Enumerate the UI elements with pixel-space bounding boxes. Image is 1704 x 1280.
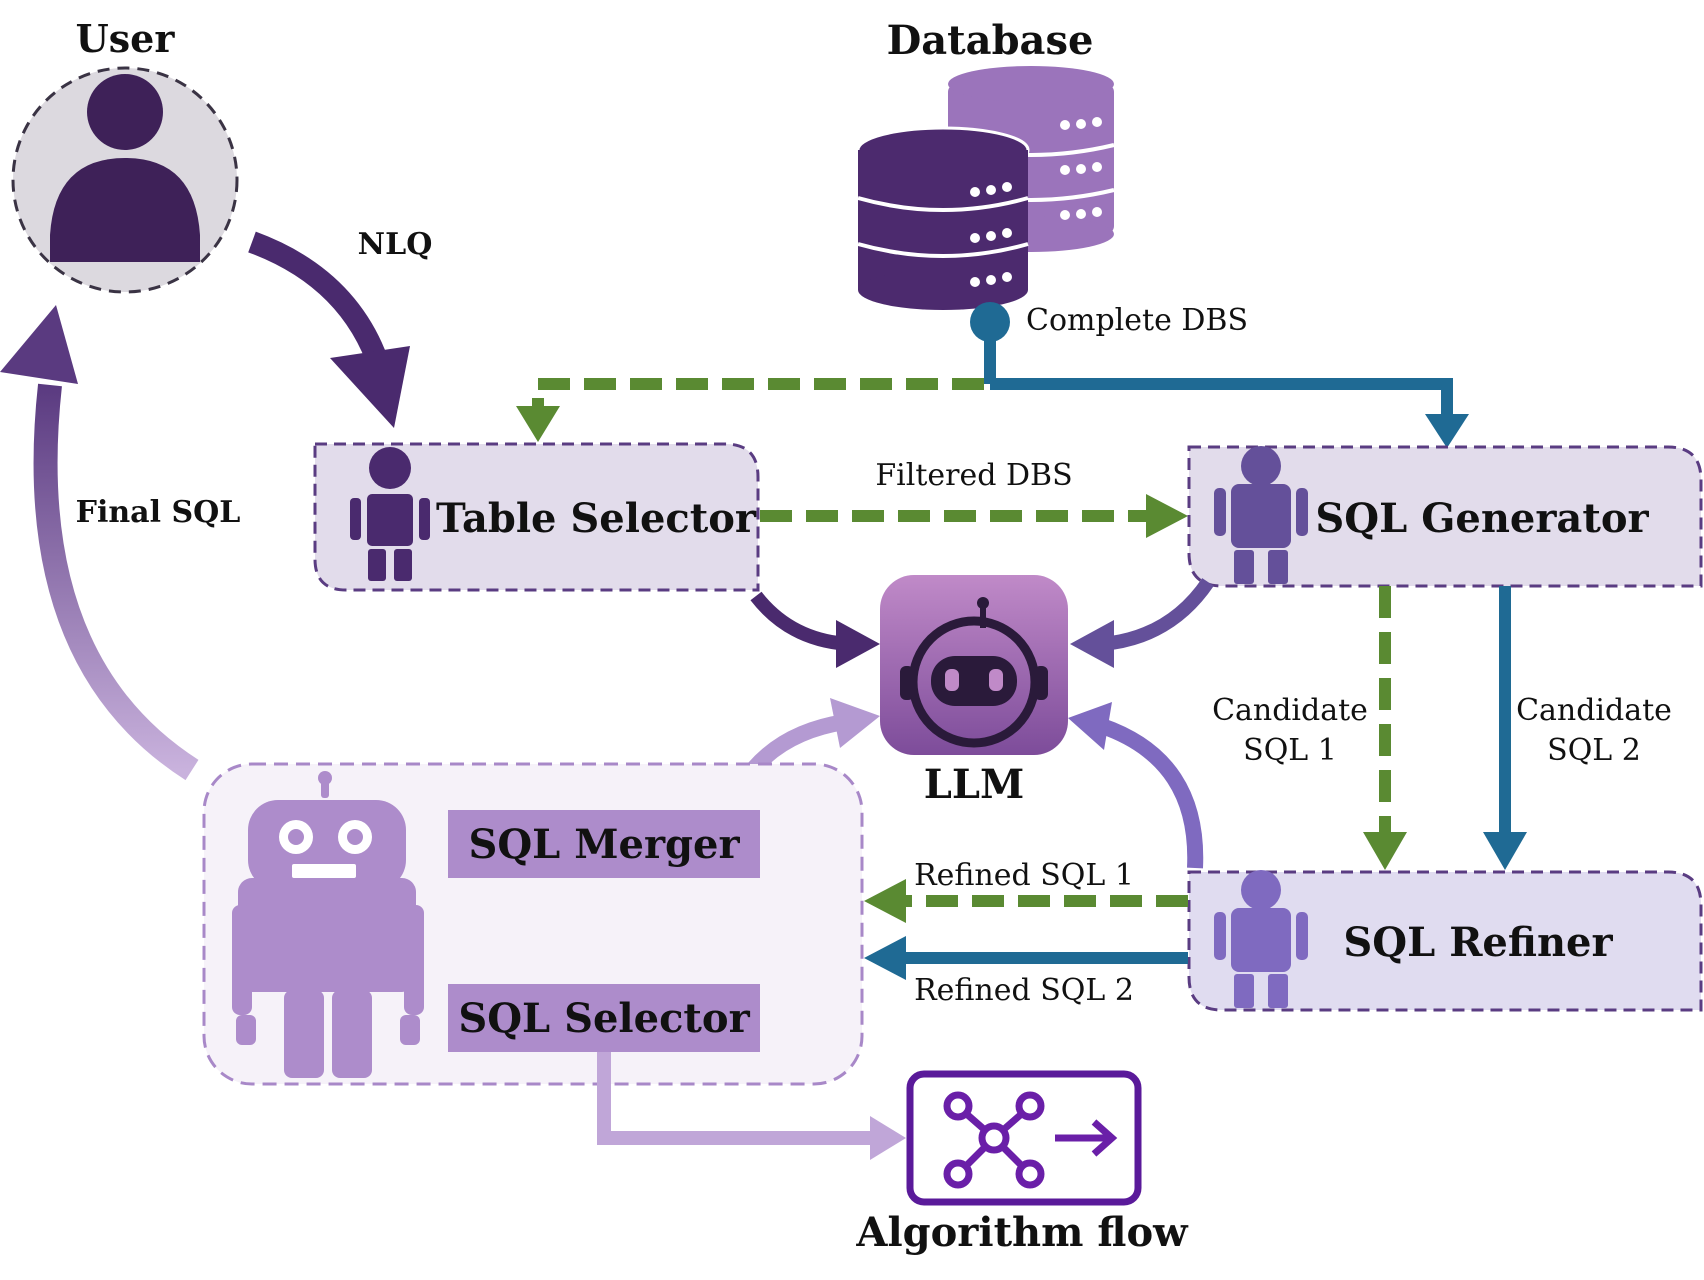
merger-selector-box: SQL Merger SQL Selector: [202, 762, 864, 1086]
llm-node: LLM: [880, 575, 1068, 808]
sql-refiner-box: SQL Refiner: [1187, 870, 1703, 1012]
sql-selector-button: SQL Selector: [448, 984, 760, 1052]
table-selector-to-llm-arrow: [750, 591, 880, 668]
database-label: Database: [887, 17, 1094, 64]
nlq-arrow: [248, 231, 410, 428]
refined-sql-2-arrow: [864, 936, 1188, 980]
filtered-dbs-arrow: [760, 494, 1188, 538]
candidate-sql-1-line2: SQL 1: [1243, 733, 1337, 768]
sql-merger-button: SQL Merger: [448, 810, 760, 878]
user-icon: [50, 74, 200, 262]
robot-icon: [232, 771, 424, 1078]
candidate-sql-2-line1: Candidate: [1516, 693, 1672, 728]
candidate-sql-2-arrow: [1483, 586, 1527, 870]
llm-icon: [900, 597, 1048, 748]
sql-generator-to-llm-arrow: [1070, 577, 1214, 668]
table-selector-box: Table Selector: [313, 442, 760, 592]
llm-label: LLM: [924, 761, 1025, 808]
algorithm-flow-label: Algorithm flow: [855, 1209, 1189, 1256]
selector-to-algorithm-arrow: [597, 1052, 906, 1160]
candidate-sql-1-arrow: [1363, 586, 1407, 870]
final-sql-label: Final SQL: [76, 495, 241, 530]
robot-icon: [350, 447, 430, 581]
refined-sql-2-label: Refined SQL 2: [914, 973, 1134, 1008]
sql-refiner-label: SQL Refiner: [1343, 919, 1613, 966]
robot-icon: [1214, 446, 1308, 584]
nlq-label: NLQ: [358, 227, 433, 262]
refined-sql-1-arrow: [864, 879, 1188, 923]
candidate-sql-1-line1: Candidate: [1212, 693, 1368, 728]
sql-generator-box: SQL Generator: [1187, 445, 1703, 588]
filtered-dbs-label: Filtered DBS: [875, 458, 1072, 493]
refiner-to-llm-arrow: [1068, 702, 1204, 869]
user-node: User: [11, 16, 239, 294]
user-label: User: [76, 16, 176, 61]
refined-sql-1-label: Refined SQL 1: [914, 858, 1134, 893]
complete-dbs-label: Complete DBS: [1026, 303, 1248, 338]
table-selector-label: Table Selector: [436, 495, 757, 542]
algorithm-flow-node: Algorithm flow: [855, 1070, 1189, 1256]
database-icon: [856, 66, 1115, 310]
complete-dbs-connector: [516, 302, 1469, 448]
sql-selector-label: SQL Selector: [458, 995, 750, 1042]
robot-icon: [1214, 870, 1308, 1008]
sql-generator-label: SQL Generator: [1315, 495, 1649, 542]
sql-merger-label: SQL Merger: [468, 821, 740, 868]
candidate-sql-2-line2: SQL 2: [1547, 733, 1641, 768]
algorithm-flow-icon: [943, 1091, 1118, 1189]
final-sql-arrow: [0, 305, 199, 781]
